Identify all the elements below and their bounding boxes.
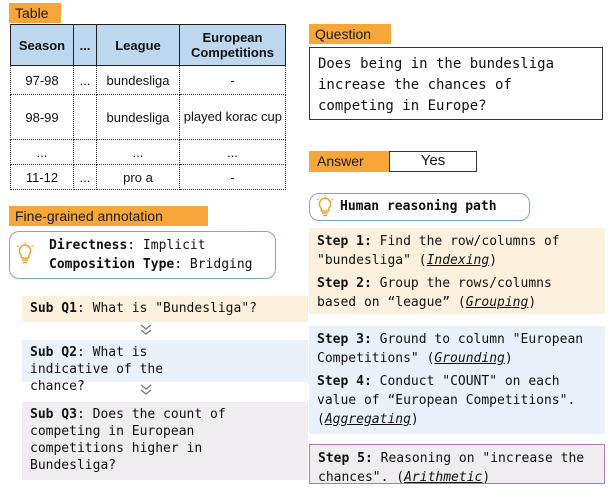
step-text: Conduct "COUNT" on each value of “Europe… <box>317 374 576 427</box>
table-cell: - <box>179 164 286 190</box>
step-label: Step 5: <box>318 451 373 466</box>
table-cell: ... <box>179 139 286 165</box>
step-text: Group the rows/columns based on “league”… <box>317 276 552 310</box>
step-end: ) <box>528 295 537 310</box>
table-cell <box>73 94 97 140</box>
table-header: League <box>96 24 180 66</box>
step-5: Step 5: Reasoning on "increase the chanc… <box>318 449 596 487</box>
step-operation: Aggregating <box>324 412 411 427</box>
table-header: European Competitions <box>179 24 286 66</box>
step-end: ) <box>482 470 491 485</box>
composition-line: Composition Type: Bridging <box>49 256 253 273</box>
question-text: Does being in the bundesliga increase th… <box>318 56 555 114</box>
table-cell: 98-99 <box>10 94 74 140</box>
table-cell <box>73 139 97 165</box>
table-header: Season <box>10 24 74 66</box>
table-row: 11-12 ... pro a - <box>10 164 286 190</box>
table-header-row: Season ... League European Competitions <box>10 24 286 66</box>
step-operation: Grouping <box>465 295 529 310</box>
step-operation: Indexing <box>426 253 490 268</box>
sub-question-label: Sub Q1 <box>30 301 77 316</box>
table-tag: Table <box>9 3 61 23</box>
directness-line: Directness: Implicit <box>49 237 206 254</box>
table-cell: 97-98 <box>10 65 74 95</box>
step-end: ) <box>489 253 498 268</box>
step-end: ) <box>410 412 419 427</box>
step-label: Step 1: <box>317 234 372 249</box>
reasoning-title-pill <box>309 193 530 221</box>
steps-panel-arithmetic: Step 5: Reasoning on "increase the chanc… <box>309 444 605 487</box>
sub-question-2: Sub Q2: What is indicative of the chance… <box>22 340 308 394</box>
step-text: Reasoning on "increase the chances". ( <box>318 451 585 485</box>
table-cell: bundesliga <box>96 94 180 140</box>
directness-value: : Implicit <box>127 238 206 253</box>
question-box: Does being in the bundesliga increase th… <box>309 47 603 120</box>
sub-question-label: Sub Q3 <box>30 407 77 422</box>
steps-panel-indexing: Step 1: Find the row/columns of "bundesl… <box>309 228 605 314</box>
step-3: Step 3: Ground to column "European Compe… <box>317 330 597 368</box>
step-label: Step 4: <box>317 374 372 389</box>
reasoning-title: Human reasoning path <box>340 199 497 214</box>
data-table: Season ... League European Competitions … <box>10 24 286 190</box>
sub-question-3: Sub Q3: Does the count of competing in E… <box>22 402 308 480</box>
sub-question-text: : Does the count of competing in Europea… <box>30 407 226 473</box>
directness-pill <box>9 231 276 279</box>
annotation-tag: Fine-grained annotation <box>9 206 208 226</box>
chevron-double-down-icon <box>140 324 152 335</box>
table-row: 98-99 bundesliga played korac cup <box>10 94 286 140</box>
table-cell: ... <box>73 164 97 190</box>
step-operation: Grounding <box>434 351 505 366</box>
step-2: Step 2: Group the rows/columns based on … <box>317 274 597 312</box>
sub-question-text: : What is "Bundesliga"? <box>76 301 257 316</box>
table-cell: bundesliga <box>96 65 180 95</box>
table-cell: - <box>179 65 286 95</box>
table-cell: 11-12 <box>10 164 74 190</box>
table-cell: ... <box>96 139 180 165</box>
answer-value: Yes <box>389 151 477 172</box>
step-text: Find the row/columns of "bundesliga" ( <box>317 234 560 268</box>
steps-panel-grounding: Step 3: Ground to column "European Compe… <box>309 326 605 434</box>
question-tag: Question <box>309 24 391 44</box>
sub-question-label: Sub Q2 <box>30 345 77 360</box>
composition-label: Composition Type <box>49 257 175 272</box>
composition-value: : Bridging <box>174 257 253 272</box>
table-cell: ... <box>10 139 74 165</box>
table-row: 97-98 ... bundesliga - <box>10 65 286 95</box>
sub-question-text: : What is indicative of the chance? <box>30 345 164 394</box>
chevron-double-down-icon <box>140 384 152 395</box>
table-cell: pro a <box>96 164 180 190</box>
step-4: Step 4: Conduct "COUNT" on each value of… <box>317 372 597 429</box>
sub-question-1: Sub Q1: What is "Bundesliga"? <box>22 296 308 322</box>
table-cell: ... <box>73 65 97 95</box>
table-header: ... <box>73 24 97 66</box>
step-operation: Arithmetic <box>404 470 483 485</box>
step-1: Step 1: Find the row/columns of "bundesl… <box>317 232 597 270</box>
step-end: ) <box>504 351 513 366</box>
lightbulb-icon <box>16 242 34 264</box>
lightbulb-icon <box>316 195 334 217</box>
table-row: ... ... ... <box>10 139 286 165</box>
step-text: Ground to column "European Competitions"… <box>317 332 584 366</box>
step-label: Step 2: <box>317 276 372 291</box>
table-cell: played korac cup <box>179 94 286 140</box>
answer-tag: Answer <box>309 151 389 172</box>
directness-label: Directness <box>49 238 128 253</box>
step-label: Step 3: <box>317 332 372 347</box>
